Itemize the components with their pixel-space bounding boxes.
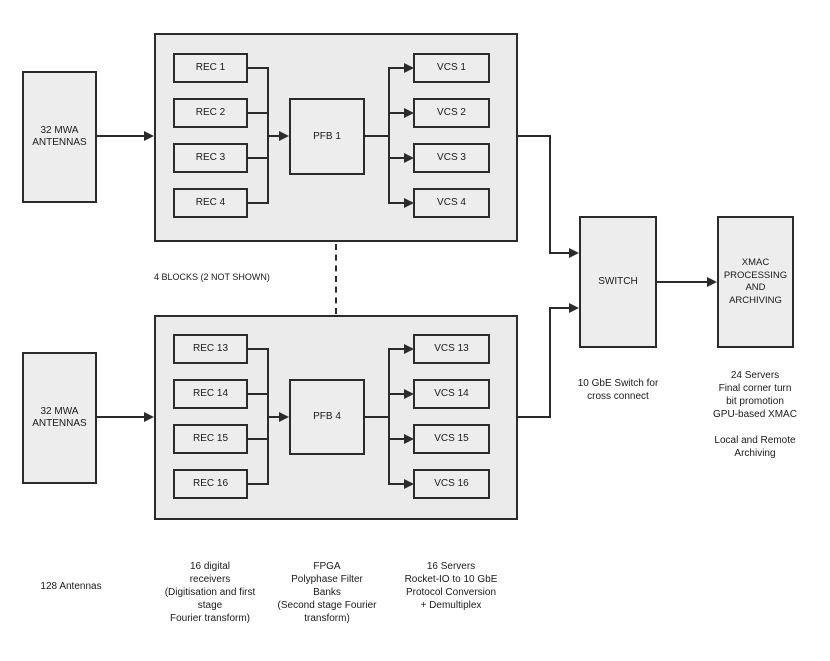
xmac-label: XMAC PROCESSING AND ARCHIVING bbox=[723, 257, 788, 306]
connector-block-top-drop bbox=[549, 135, 551, 254]
connector-bus-vcs1 bbox=[388, 67, 404, 69]
rec-2-label: REC 2 bbox=[195, 107, 226, 118]
bus-vcs-bottom bbox=[388, 348, 390, 485]
connector-bus-pfb1 bbox=[267, 135, 279, 137]
caption-pfb: FPGA Polyphase Filter Banks (Second stag… bbox=[277, 561, 377, 624]
connector-rec1-bus bbox=[248, 67, 268, 69]
rec-14-box: REC 14 bbox=[173, 379, 248, 409]
vcs-14-label: VCS 14 bbox=[434, 388, 469, 399]
pfb-4-label: PFB 4 bbox=[313, 411, 341, 422]
antennas-box-bottom-label: 32 MWA ANTENNAS bbox=[32, 406, 87, 429]
arrowhead-icon bbox=[404, 63, 414, 73]
connector-switch-xmac bbox=[657, 281, 707, 283]
connector-bus-pfb4 bbox=[267, 416, 279, 418]
connector-antennas-top bbox=[97, 135, 144, 137]
arrowhead-icon bbox=[569, 248, 579, 258]
antennas-box-top-label: 32 MWA ANTENNAS bbox=[32, 125, 87, 148]
caption-antennas: 128 Antennas bbox=[40, 581, 102, 592]
connector-bus-vcs2 bbox=[388, 112, 404, 114]
rec-1-label: REC 1 bbox=[195, 62, 226, 73]
connector-pfb1-bus bbox=[365, 135, 389, 137]
rec-4-box: REC 4 bbox=[173, 188, 248, 218]
rec-3-box: REC 3 bbox=[173, 143, 248, 173]
connector-bus-vcs15 bbox=[388, 438, 404, 440]
pfb-4-box: PFB 4 bbox=[289, 379, 365, 455]
vcs-2-label: VCS 2 bbox=[437, 107, 466, 118]
connector-bus-vcs13 bbox=[388, 348, 404, 350]
rec-13-box: REC 13 bbox=[173, 334, 248, 364]
antennas-box-bottom: 32 MWA ANTENNAS bbox=[22, 352, 97, 484]
xmac-box: XMAC PROCESSING AND ARCHIVING bbox=[717, 216, 794, 348]
vcs-15-box: VCS 15 bbox=[413, 424, 490, 454]
caption-switch: 10 GbE Switch for cross connect bbox=[577, 378, 659, 402]
vcs-4-box: VCS 4 bbox=[413, 188, 490, 218]
connector-rec16-bus bbox=[248, 483, 268, 485]
arrowhead-icon bbox=[404, 389, 414, 399]
vcs-13-label: VCS 13 bbox=[434, 343, 469, 354]
rec-1-box: REC 1 bbox=[173, 53, 248, 83]
rec-2-box: REC 2 bbox=[173, 98, 248, 128]
rec-16-label: REC 16 bbox=[192, 478, 228, 489]
bus-vcs-top bbox=[388, 67, 390, 204]
rec-15-label: REC 15 bbox=[192, 433, 228, 444]
connector-rec3-bus bbox=[248, 157, 268, 159]
arrowhead-icon bbox=[404, 479, 414, 489]
vcs-15-label: VCS 15 bbox=[434, 433, 469, 444]
pfb-1-box: PFB 1 bbox=[289, 98, 365, 175]
vcs-14-box: VCS 14 bbox=[413, 379, 490, 409]
vcs-3-box: VCS 3 bbox=[413, 143, 490, 173]
arrowhead-icon bbox=[279, 412, 289, 422]
switch-box: SWITCH bbox=[579, 216, 657, 348]
blocks-note: 4 BLOCKS (2 NOT SHOWN) bbox=[154, 272, 270, 282]
arrowhead-icon bbox=[404, 198, 414, 208]
vcs-16-box: VCS 16 bbox=[413, 469, 490, 499]
vcs-2-box: VCS 2 bbox=[413, 98, 490, 128]
rec-13-label: REC 13 bbox=[192, 343, 228, 354]
arrowhead-icon bbox=[404, 434, 414, 444]
connector-block-bottom-rise bbox=[549, 307, 551, 418]
arrowhead-icon bbox=[144, 412, 154, 422]
caption-vcs: 16 Servers Rocket-IO to 10 GbE Protocol … bbox=[404, 561, 498, 611]
connector-pfb4-bus bbox=[365, 416, 389, 418]
connector-bus-vcs3 bbox=[388, 157, 404, 159]
connector-rec14-bus bbox=[248, 393, 268, 395]
rec-15-box: REC 15 bbox=[173, 424, 248, 454]
arrowhead-icon bbox=[279, 131, 289, 141]
pfb-1-label: PFB 1 bbox=[313, 130, 341, 142]
connector-antennas-bottom bbox=[97, 416, 144, 418]
arrowhead-icon bbox=[707, 277, 717, 287]
connector-block-bottom-out bbox=[518, 416, 551, 418]
arrowhead-icon bbox=[404, 344, 414, 354]
rec-14-label: REC 14 bbox=[192, 388, 228, 399]
rec-16-box: REC 16 bbox=[173, 469, 248, 499]
connector-switch-in-top bbox=[549, 252, 569, 254]
vcs-1-label: VCS 1 bbox=[437, 62, 466, 73]
connector-rec4-bus bbox=[248, 202, 268, 204]
rec-4-label: REC 4 bbox=[195, 197, 226, 208]
arrowhead-icon bbox=[144, 131, 154, 141]
connector-rec2-bus bbox=[248, 112, 268, 114]
connector-bus-vcs4 bbox=[388, 202, 404, 204]
arrowhead-icon bbox=[569, 303, 579, 313]
connector-switch-in-bottom bbox=[549, 307, 569, 309]
switch-label: SWITCH bbox=[598, 276, 638, 287]
dashed-continuation-line bbox=[335, 244, 337, 314]
vcs-3-label: VCS 3 bbox=[437, 152, 466, 163]
caption-xmac: 24 Servers Final corner turn bit promoti… bbox=[713, 370, 797, 459]
vcs-13-box: VCS 13 bbox=[413, 334, 490, 364]
antennas-box-top: 32 MWA ANTENNAS bbox=[22, 71, 97, 203]
arrowhead-icon bbox=[404, 153, 414, 163]
connector-bus-vcs14 bbox=[388, 393, 404, 395]
vcs-16-label: VCS 16 bbox=[434, 478, 469, 489]
caption-receivers: 16 digital receivers (Digitisation and f… bbox=[164, 561, 256, 624]
connector-bus-vcs16 bbox=[388, 483, 404, 485]
vcs-4-label: VCS 4 bbox=[437, 197, 466, 208]
arrowhead-icon bbox=[404, 108, 414, 118]
connector-rec13-bus bbox=[248, 348, 268, 350]
connector-block-top-out bbox=[518, 135, 551, 137]
vcs-1-box: VCS 1 bbox=[413, 53, 490, 83]
connector-rec15-bus bbox=[248, 438, 268, 440]
rec-3-label: REC 3 bbox=[195, 152, 226, 163]
